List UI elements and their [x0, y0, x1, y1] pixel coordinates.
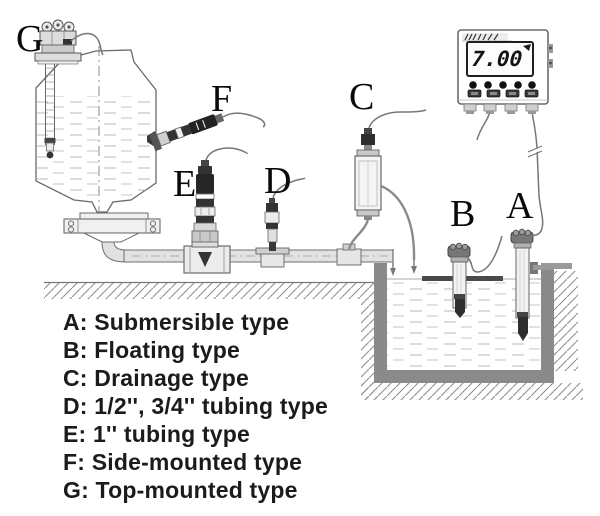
ph-controller [457, 29, 553, 240]
sensor-g-cable [70, 32, 104, 56]
callout-g: G [16, 18, 44, 60]
controller-cable-to-a [526, 111, 544, 240]
keypad-buttons [467, 89, 539, 98]
sensor-b-cable [466, 235, 503, 273]
side-mounted-sensor-f [147, 112, 266, 152]
drainage-assembly-c [336, 109, 427, 276]
legend-item-d: D: 1/2'', 3/4'' tubing type [63, 393, 328, 419]
callout-d: D [264, 160, 292, 202]
floating-sensor-b [422, 235, 503, 318]
brand-logo [462, 33, 512, 42]
ground-ledge [541, 263, 572, 269]
sensor-c-cable [368, 109, 427, 129]
legend-item-b: B: Floating type [63, 337, 240, 363]
callout-f: F [211, 78, 233, 120]
tank-outlet-flange [63, 212, 161, 243]
cable-break [526, 145, 545, 156]
tank-liquid-texture [37, 96, 155, 200]
ground [44, 271, 583, 400]
led-indicator-row [469, 81, 536, 89]
legend-item-c: C: Drainage type [63, 365, 249, 391]
electrode-tip [198, 252, 212, 267]
return-tube [380, 184, 416, 261]
callout-e: E [173, 163, 197, 205]
callout-b: B [450, 193, 476, 235]
callout-c: C [349, 76, 375, 118]
inlet-tube [347, 219, 370, 250]
submersible-sensor-a [510, 228, 553, 341]
tubing-sensor-d [264, 177, 306, 251]
flow-arrow [390, 268, 396, 276]
sensor-e-cable [205, 147, 248, 161]
legend-item-a: A: Submersible type [63, 309, 290, 335]
cable-gland [63, 39, 72, 47]
legend-item-g: G: Top-mounted type [63, 477, 298, 503]
mount-bracket [533, 265, 553, 270]
flow-arrow [411, 266, 417, 274]
controller-cable-left [476, 111, 491, 141]
callout-a: A [506, 185, 534, 227]
lcd-display [466, 41, 534, 77]
legend-item-f: F: Side-mounted type [63, 449, 303, 475]
process-tank [35, 46, 157, 234]
sensor-d-cable [272, 177, 306, 199]
legend-item-e: E: 1'' tubing type [63, 421, 251, 447]
ph-display-value: 7.00 [470, 47, 524, 71]
ph-flag-icon [523, 44, 531, 51]
cable-glands [463, 103, 539, 114]
tubing-sensor-e [191, 147, 248, 243]
electrode-tip [46, 151, 54, 159]
legend: A: Submersible type B: Floating type C: … [63, 308, 328, 504]
pipe-elbow [101, 241, 127, 263]
top-mounted-sensor-g [34, 19, 104, 159]
sensor-f-cable [222, 112, 266, 128]
tubing-tee-e [183, 238, 231, 274]
stem-ladder-texture [45, 67, 55, 139]
